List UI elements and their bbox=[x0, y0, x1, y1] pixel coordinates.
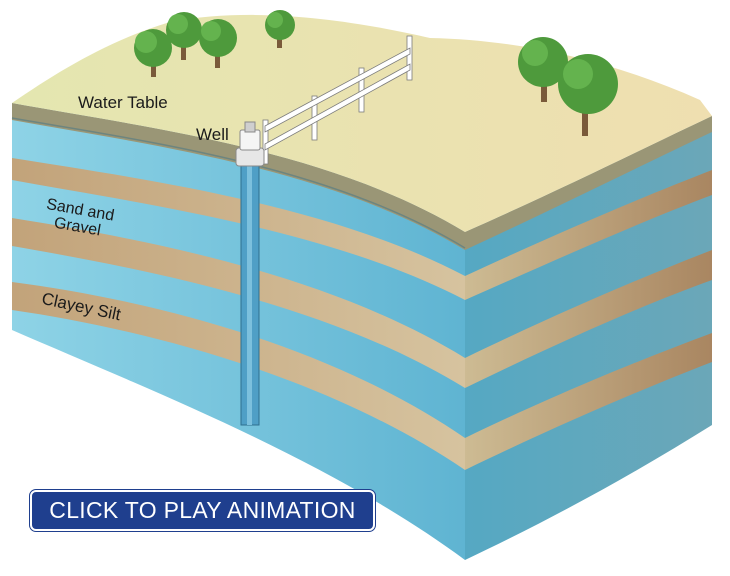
tree bbox=[518, 37, 568, 102]
tree bbox=[265, 10, 295, 48]
fence bbox=[262, 35, 413, 165]
well-label: Well bbox=[196, 125, 229, 144]
sand-band-front-2 bbox=[12, 218, 465, 388]
tree bbox=[166, 12, 202, 60]
well bbox=[235, 121, 265, 426]
tree bbox=[199, 19, 237, 68]
sand-band-side-1 bbox=[465, 170, 712, 300]
side-face bbox=[465, 116, 712, 560]
tree-group bbox=[134, 10, 618, 136]
front-face bbox=[12, 103, 465, 560]
tree bbox=[134, 29, 172, 77]
clay-band-front bbox=[12, 282, 465, 470]
clay-band-side bbox=[465, 333, 712, 470]
water-table-label: Water Table bbox=[78, 93, 168, 112]
sand-band-side-2 bbox=[465, 250, 712, 388]
tree bbox=[558, 54, 618, 136]
sand-band-front-1 bbox=[12, 158, 465, 300]
soil-rim bbox=[12, 103, 712, 250]
play-animation-button[interactable]: CLICK TO PLAY ANIMATION bbox=[30, 490, 375, 531]
